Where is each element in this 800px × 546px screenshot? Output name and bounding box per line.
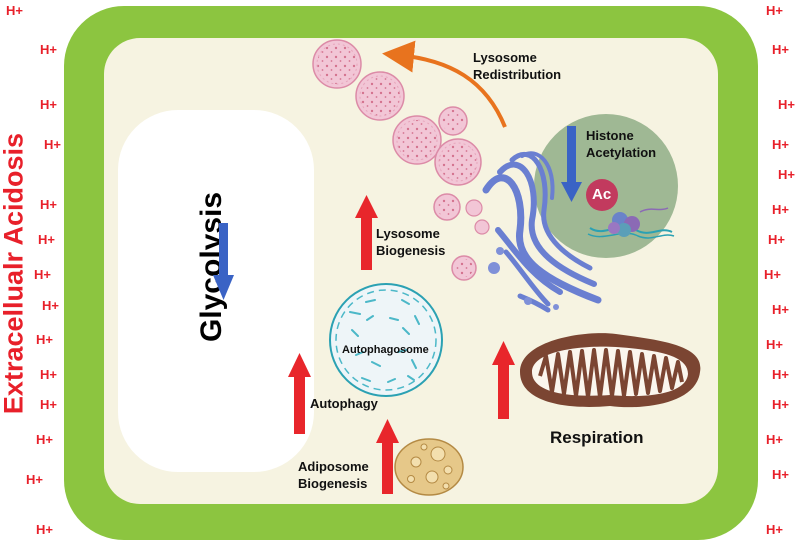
proton-label: H+ <box>772 202 789 217</box>
lysosome-biogenesis-label: Lysosome Biogenesis <box>376 226 446 258</box>
proton-label: H+ <box>36 522 53 537</box>
proton-label: H+ <box>772 42 789 57</box>
lysosome-redistribution-label: Lysosome Redistribution <box>473 50 562 82</box>
proton-label: H+ <box>772 467 789 482</box>
proton-label: H+ <box>766 337 783 352</box>
autophagy-label: Autophagy <box>310 396 378 411</box>
proton-label: H+ <box>34 267 51 282</box>
mitochondrion <box>520 333 701 408</box>
er-vesicles <box>488 247 559 310</box>
proton-label: H+ <box>6 3 23 18</box>
proton-label: H+ <box>40 197 57 212</box>
lysosome-biogenesis-increase-arrow <box>355 195 378 270</box>
proton-label: H+ <box>766 3 783 18</box>
nucleus <box>534 114 678 258</box>
proton-label: H+ <box>778 167 795 182</box>
proton-label: H+ <box>44 137 61 152</box>
adiposome <box>394 438 464 496</box>
acetyl-group-label: Ac <box>592 186 612 203</box>
proton-label: H+ <box>766 522 783 537</box>
proton-label: H+ <box>772 367 789 382</box>
proton-label: H+ <box>772 137 789 152</box>
proton-label: H+ <box>36 332 53 347</box>
respiration-label: Respiration <box>550 428 644 447</box>
proton-label: H+ <box>40 42 57 57</box>
proton-label: H+ <box>764 267 781 282</box>
proton-label: H+ <box>772 397 789 412</box>
autophagy-increase-arrow <box>288 353 311 434</box>
proton-label: H+ <box>778 97 795 112</box>
proton-label: H+ <box>40 97 57 112</box>
endoplasmic-reticulum <box>482 151 602 313</box>
autophagosome <box>329 283 443 397</box>
lysosomes <box>312 39 490 281</box>
proton-label: H+ <box>772 302 789 317</box>
adiposome-biogenesis-increase-arrow <box>376 419 399 494</box>
adiposome-biogenesis-label: Adiposome Biogenesis <box>298 459 369 491</box>
proton-label: H+ <box>40 367 57 382</box>
histone-acetylation-label: Histone Acetylation <box>586 128 657 160</box>
redistribution-arrow <box>382 40 507 128</box>
proton-label: H+ <box>38 232 55 247</box>
autophagosome-label: Autophagosome <box>342 344 429 356</box>
proton-label: H+ <box>36 432 53 447</box>
proton-label: H+ <box>26 472 43 487</box>
glycolysis-region <box>118 110 314 472</box>
glycolysis-decrease-arrow <box>213 223 234 300</box>
proton-label: H+ <box>768 232 785 247</box>
proton-label: H+ <box>42 298 59 313</box>
respiration-increase-arrow <box>492 341 515 419</box>
proton-label: H+ <box>40 397 57 412</box>
proton-label: H+ <box>766 432 783 447</box>
